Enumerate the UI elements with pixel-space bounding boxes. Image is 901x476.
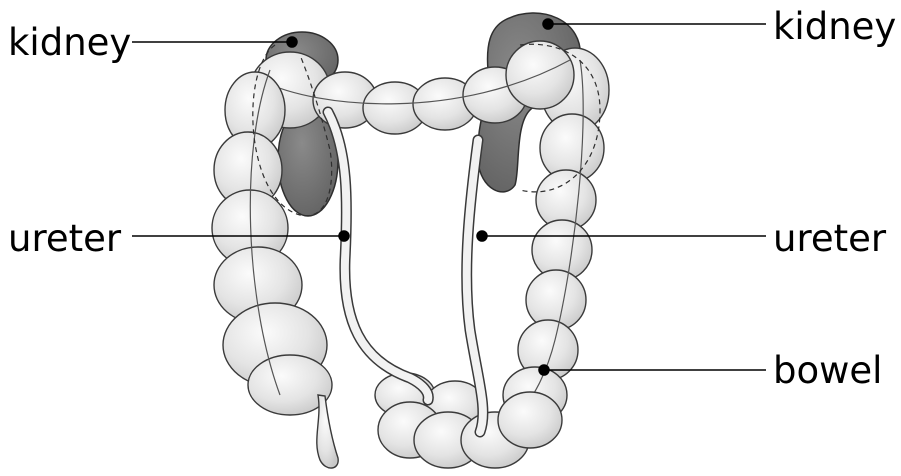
label-ureter-left: ureter: [8, 220, 121, 257]
label-kidney-right: kidney: [773, 8, 896, 45]
ureter-left-shape: [328, 112, 428, 400]
leader-dot-kidney-right: [543, 19, 553, 29]
appendix-shape: [317, 395, 338, 468]
label-bowel: bowel: [773, 352, 882, 389]
leader-dot-kidney-left: [287, 37, 297, 47]
label-ureter-right: ureter: [773, 220, 886, 257]
leader-dot-ureter-left: [339, 231, 349, 241]
bowel-transverse: [250, 41, 574, 134]
label-kidney-left: kidney: [8, 24, 131, 61]
leader-dot-ureter-right: [477, 231, 487, 241]
leader-dot-bowel: [539, 365, 549, 375]
